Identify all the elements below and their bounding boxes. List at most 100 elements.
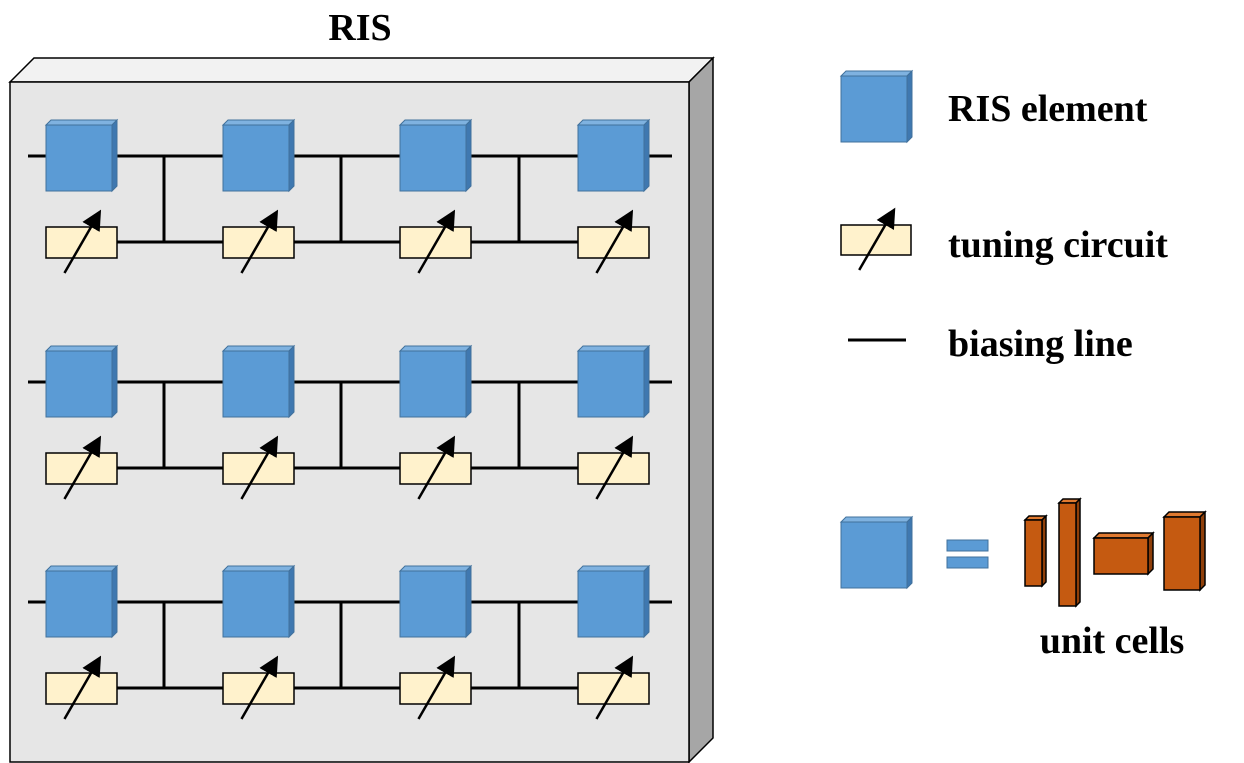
ris-element (44, 118, 119, 193)
equals-bar-top (946, 539, 989, 552)
tuning-circuit (45, 209, 118, 274)
tuning-arrow (595, 435, 634, 500)
tuning-arrow (858, 207, 896, 271)
ris-element-top (221, 119, 296, 126)
ris-panel (8, 56, 715, 763)
tuning-circuit (45, 435, 118, 500)
legend-biasing-label: biasing line (948, 323, 1133, 365)
tuning-arrow (240, 435, 279, 500)
ris-element (221, 564, 296, 639)
legend-element-label: RIS element (948, 88, 1148, 130)
tuning-circuit (840, 207, 912, 271)
ris-element-side (465, 564, 472, 639)
ris-element-front (222, 570, 290, 638)
tuning-arrow (63, 655, 102, 720)
ris-element-top (221, 565, 296, 572)
tuning-circuit-box (399, 226, 472, 259)
ris-element (576, 118, 651, 193)
ris-element-grid (28, 118, 672, 720)
ris-element-top (576, 565, 651, 572)
ris-element-icon (839, 69, 914, 144)
ris-element-icon (839, 515, 914, 590)
tuning-circuit (577, 209, 650, 274)
ris-element-front (577, 124, 645, 192)
ris-element-front (577, 350, 645, 418)
ris-element (398, 118, 473, 193)
unit-cell (1162, 510, 1207, 592)
equals-bar-bottom (946, 556, 989, 569)
tuning-circuit-box (399, 452, 472, 485)
panel-top-face (8, 57, 715, 83)
ris-element-front (840, 521, 908, 589)
unit-cell (1057, 497, 1082, 608)
tuning-arrow (417, 209, 456, 274)
tuning-arrow (240, 655, 279, 720)
tuning-circuit (577, 435, 650, 500)
ris-element-side (288, 118, 295, 193)
ris-element-top (221, 345, 296, 352)
tuning-arrow (240, 209, 279, 274)
ris-element-top (44, 345, 119, 352)
tuning-circuit (222, 209, 295, 274)
ris-element-side (111, 344, 118, 419)
ris-element-top (44, 565, 119, 572)
ris-element-side (643, 564, 650, 639)
tuning-arrow (417, 435, 456, 500)
ris-element-top (839, 70, 914, 77)
ris-element-front (577, 570, 645, 638)
tuning-arrow (417, 655, 456, 720)
ris-element (576, 344, 651, 419)
tuning-circuit-box (577, 452, 650, 485)
ris-element-side (288, 564, 295, 639)
diagram-title: RIS (328, 7, 391, 49)
ris-element (44, 564, 119, 639)
ris-element-side (906, 515, 913, 590)
ris-element-side (111, 118, 118, 193)
legend-unit-cells-label: unit cells (1040, 620, 1185, 662)
unit-cell-front (1163, 516, 1201, 591)
legend-biasing-line: biasing line (848, 323, 1133, 365)
ris-element-front (840, 75, 908, 143)
ris-element-side (643, 344, 650, 419)
tuning-circuit (222, 435, 295, 500)
unit-cell-front (1058, 502, 1077, 607)
ris-element-top (44, 119, 119, 126)
tuning-circuit (222, 655, 295, 720)
ris-element-front (399, 350, 467, 418)
tuning-circuit (399, 209, 472, 274)
ris-row (28, 118, 672, 274)
unit-cell (1092, 531, 1155, 576)
ris-element-top (398, 119, 473, 126)
unit-cell-front (1093, 537, 1149, 575)
equals-sign: = (946, 539, 989, 569)
tuning-circuit (399, 435, 472, 500)
ris-element-front (222, 124, 290, 192)
ris-element (839, 515, 914, 590)
ris-element-top (839, 516, 914, 523)
ris-element-top (398, 565, 473, 572)
ris-row (28, 564, 672, 720)
tuning-arrow (595, 209, 634, 274)
ris-element-top (576, 345, 651, 352)
legend-unit-cells: = unit cells (839, 497, 1207, 662)
ris-element-front (45, 570, 113, 638)
ris-element-side (465, 344, 472, 419)
ris-element-side (288, 344, 295, 419)
ris-element (398, 344, 473, 419)
ris-element-side (111, 564, 118, 639)
tuning-arrow (63, 209, 102, 274)
legend-tuning-circuit: tuning circuit (840, 207, 1168, 271)
unit-cell (1023, 514, 1048, 588)
ris-element (44, 344, 119, 419)
ris-element (576, 564, 651, 639)
ris-element-front (399, 570, 467, 638)
ris-element-top (398, 345, 473, 352)
legend-ris-element: RIS element (839, 69, 1148, 144)
ris-element-front (399, 124, 467, 192)
tuning-circuit-icon (840, 207, 912, 271)
legend-tuning-label: tuning circuit (948, 224, 1168, 266)
panel-side-face (688, 56, 714, 763)
legend: RIS element tuning circuit biasing line … (839, 69, 1207, 662)
ris-element (398, 564, 473, 639)
